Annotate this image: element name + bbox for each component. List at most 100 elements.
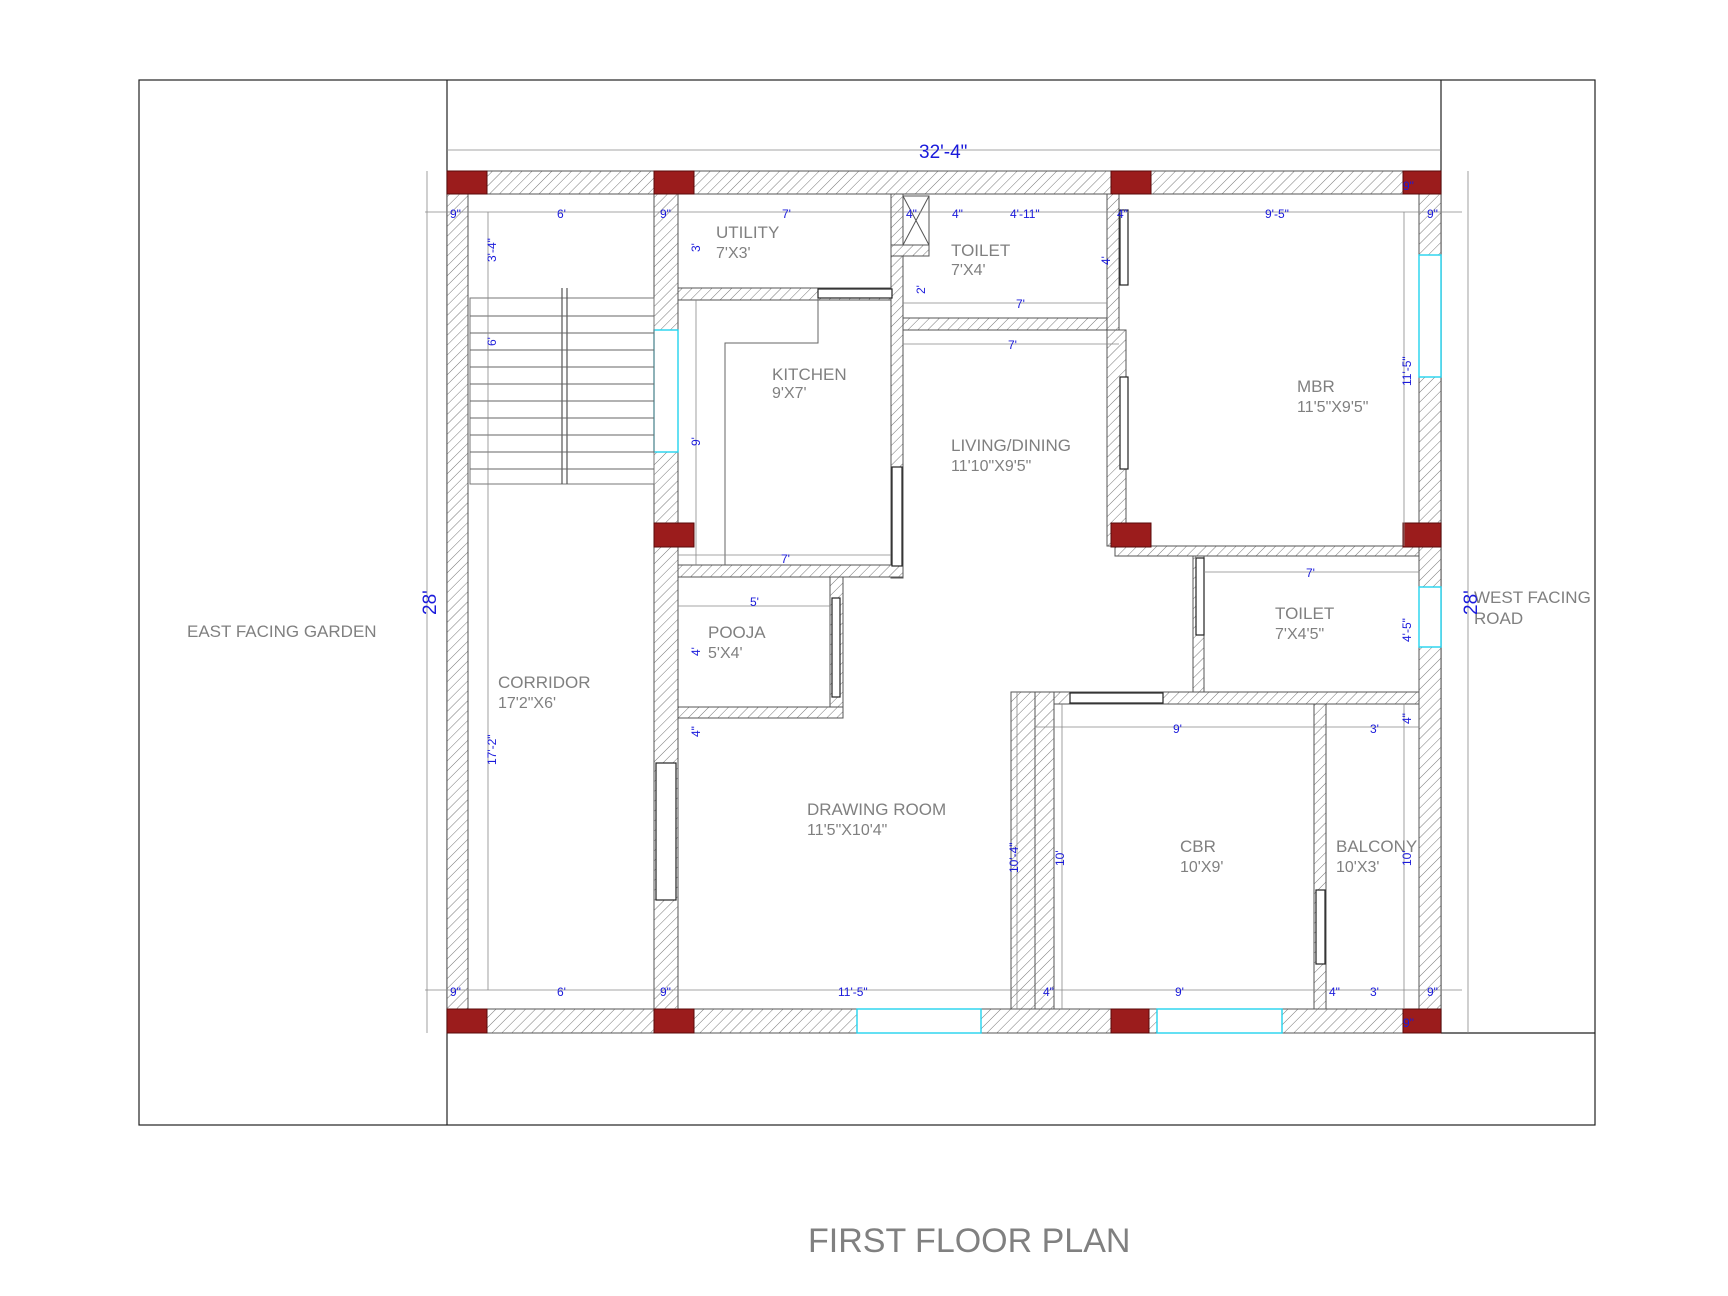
door-drawing: [655, 762, 677, 901]
room-toilet1-name: TOILET: [951, 241, 1010, 260]
dim: 9": [660, 207, 671, 221]
room-toilet1-size: 7'X4': [951, 262, 986, 279]
room-pooja-size: 5'X4': [708, 645, 743, 662]
wall-mbr-bottom: [1114, 545, 1420, 557]
dim: 10': [1053, 850, 1067, 866]
dim: 3': [1370, 722, 1379, 736]
wall-toilet-bottom: [902, 317, 1120, 331]
dim: 10': [1400, 850, 1414, 866]
room-kitchen-name: KITCHEN: [772, 365, 847, 384]
wall-top: [446, 170, 1442, 195]
dim: 7': [1016, 297, 1025, 311]
room-utility-name: UTILITY: [716, 223, 779, 242]
column: [653, 1008, 695, 1034]
staircase: [469, 288, 655, 485]
room-balcony-size: 10'X3': [1336, 859, 1379, 876]
dim: 4'-5": [1400, 618, 1414, 642]
dim: 7': [781, 552, 790, 566]
room-mbr-name: MBR: [1297, 377, 1335, 396]
dim: 4': [689, 647, 703, 656]
site-boundary: [138, 79, 1596, 1126]
door-cbr: [1069, 692, 1164, 704]
dim: 9": [1403, 179, 1414, 193]
column: [653, 170, 695, 195]
window-toilet2: [1418, 586, 1442, 648]
column: [1402, 522, 1442, 548]
dim: 9": [660, 985, 671, 999]
dim: 3'-4": [485, 238, 499, 262]
dim: 3': [1370, 985, 1379, 999]
door-mbr: [1119, 376, 1129, 470]
drawing-title: FIRST FLOOR PLAN: [808, 1222, 1130, 1260]
dim: 2': [914, 285, 928, 294]
door-pooja: [831, 597, 841, 698]
column: [1402, 170, 1442, 195]
dim: 7': [1306, 566, 1315, 580]
window-drawing: [856, 1008, 982, 1034]
dim: 4'-11": [1010, 207, 1040, 221]
label-west-road-1: WEST FACING: [1474, 588, 1591, 607]
dim: 6': [557, 207, 566, 221]
dim: 17'-2": [485, 734, 499, 765]
room-cbr-size: 10'X9': [1180, 859, 1223, 876]
dim: 5': [750, 595, 759, 609]
dim: 11'-5": [1400, 356, 1414, 386]
dim: 10'-4": [1007, 842, 1021, 873]
window-stair: [653, 329, 679, 453]
dim: 4": [952, 207, 963, 221]
wall-cbr-left: [1034, 691, 1055, 1010]
room-balcony-name: BALCONY: [1336, 837, 1417, 856]
dim: 6': [485, 337, 499, 346]
window-cbr: [1156, 1008, 1283, 1034]
dim: 4": [1329, 985, 1340, 999]
door-living-left: [891, 466, 903, 567]
room-toilet2-name: TOILET: [1275, 604, 1334, 623]
column: [1402, 1008, 1442, 1034]
room-corridor-name: CORRIDOR: [498, 673, 591, 692]
room-kitchen-size: 9'X7': [772, 385, 807, 402]
dim: 3': [689, 243, 703, 252]
window-mbr: [1418, 254, 1442, 378]
wall-drawing-right: [1010, 691, 1036, 1010]
dim-overall-width: 32'-4": [919, 142, 967, 163]
dim: 9": [1403, 1016, 1414, 1030]
dim: 7': [782, 207, 791, 221]
wall-left: [446, 170, 469, 1034]
room-drawing-size: 11'5"X10'4": [807, 822, 887, 839]
room-living-name: LIVING/DINING: [951, 436, 1071, 455]
wall-shaft-bottom: [890, 244, 930, 257]
duct-shaft: [902, 195, 930, 246]
column: [446, 170, 488, 195]
column: [1110, 1008, 1150, 1034]
room-cbr-name: CBR: [1180, 837, 1216, 856]
dim: 4": [1043, 985, 1054, 999]
label-west-road-2: ROAD: [1474, 609, 1523, 628]
door-toilet2: [1195, 557, 1205, 636]
dim: 9': [1175, 985, 1184, 999]
dim: 9': [1173, 722, 1182, 736]
room-corridor-size: 17'2"X6': [498, 695, 556, 712]
kitchen-counter: [724, 298, 819, 565]
dim: 4": [906, 207, 917, 221]
dim: 4": [1117, 207, 1128, 221]
dim-overall-left-height: 28': [420, 590, 441, 615]
column: [1110, 522, 1152, 548]
dim: 4': [1099, 256, 1113, 265]
dim: 9': [689, 437, 703, 446]
dim: 4": [689, 726, 703, 737]
door-toilet1: [1119, 209, 1129, 286]
label-east-garden: EAST FACING GARDEN: [187, 622, 377, 641]
room-living-size: 11'10"X9'5": [951, 458, 1031, 475]
wall-kitchen-bottom: [677, 564, 904, 578]
door-kitchen: [817, 288, 893, 299]
dim: 4": [1400, 713, 1414, 724]
dim-overall-right-height: 28': [1461, 590, 1482, 615]
room-drawing-name: DRAWING ROOM: [807, 800, 946, 819]
dim: 11'-5": [838, 985, 868, 999]
room-toilet2-size: 7'X4'5": [1275, 626, 1324, 643]
wall-pooja-bottom: [677, 706, 844, 719]
dim: 7': [1008, 338, 1017, 352]
column: [1110, 170, 1152, 195]
room-utility-size: 7'X3': [716, 245, 751, 262]
